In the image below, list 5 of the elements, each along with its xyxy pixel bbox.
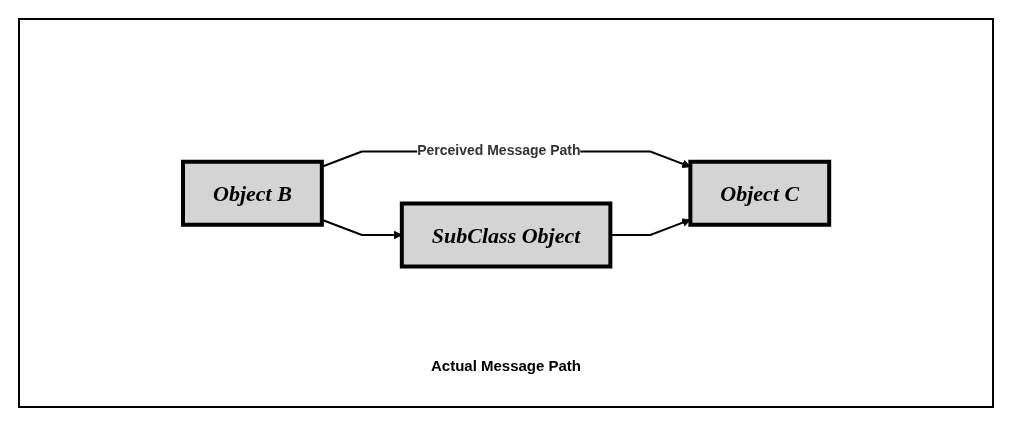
node-box: Object B: [180, 159, 324, 227]
path-caption: Actual Message Path: [430, 356, 582, 374]
edge-label: Perceived Message Path: [417, 141, 581, 157]
node-box: SubClass Object: [399, 201, 613, 268]
node-box: Object C: [688, 159, 832, 227]
